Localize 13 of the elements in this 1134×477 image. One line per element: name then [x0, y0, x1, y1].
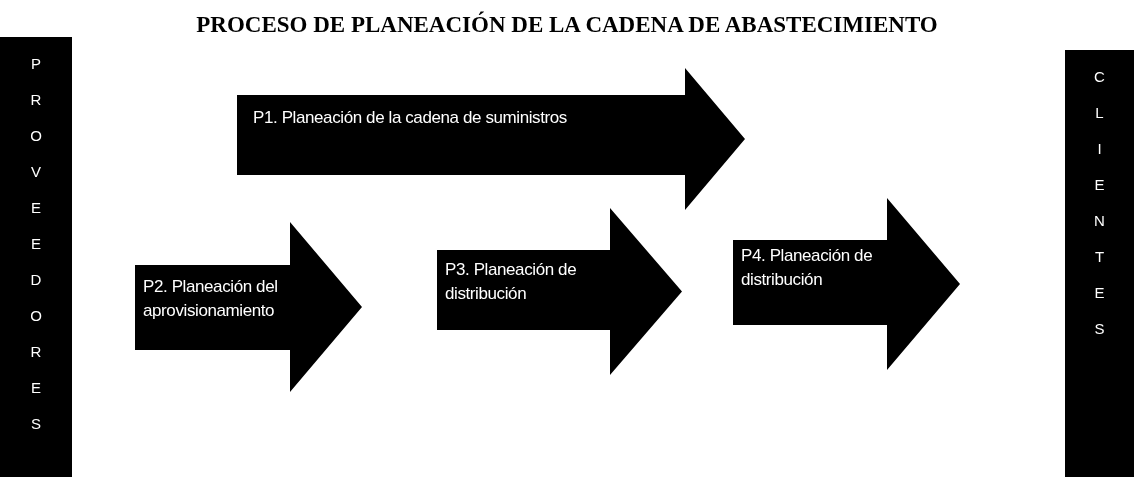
arrow-label: P2. Planeación del aprovisionamiento [143, 276, 279, 322]
block-arrow [135, 222, 362, 392]
side-bar [1065, 50, 1134, 477]
diagram-title: PROCESO DE PLANEACIÓN DE LA CADENA DE ABASTECIMIENTO [195, 12, 939, 38]
bar-label: PROVEEDORES [27, 55, 45, 451]
side-bar [0, 37, 72, 477]
bar-label: CLIENTES [1091, 68, 1108, 356]
arrow-label: P1. Planeación de la cadena de suministros [253, 107, 567, 129]
block-arrow [437, 208, 682, 375]
arrow-label: P4. Planeación de distribución [741, 245, 874, 291]
arrow-label: P3. Planeación de distribución [445, 259, 578, 305]
block-arrow [237, 68, 745, 210]
block-arrow [733, 198, 960, 370]
